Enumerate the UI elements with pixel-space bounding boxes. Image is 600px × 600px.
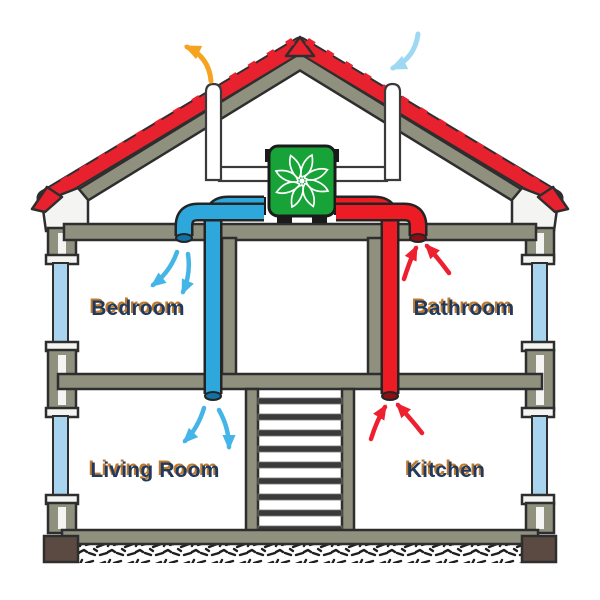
extract-arrow-icon bbox=[401, 245, 419, 282]
extract-arrow-icon bbox=[395, 402, 425, 436]
right-eave bbox=[510, 185, 570, 233]
living-room-label: Living Room bbox=[90, 459, 220, 482]
living-room-vent bbox=[204, 391, 222, 401]
inner-wall-right bbox=[366, 236, 384, 378]
bathroom-window bbox=[531, 262, 548, 344]
roof bbox=[36, 35, 564, 223]
kitchen-label: Kitchen bbox=[406, 459, 486, 482]
kitchen-vent bbox=[381, 391, 399, 401]
fan-icon bbox=[275, 154, 329, 208]
left-wall bbox=[44, 226, 80, 535]
intake-roof-vent bbox=[331, 82, 402, 183]
supply-arrow-icon bbox=[180, 251, 194, 295]
living-room-supply-arrows bbox=[182, 405, 236, 451]
bedroom-label: Bedroom bbox=[91, 297, 185, 320]
ground-slab bbox=[60, 528, 540, 546]
ground-hatch bbox=[76, 542, 524, 563]
supply-arrow-icon bbox=[216, 407, 236, 451]
staircase bbox=[244, 387, 356, 534]
bathroom-label: Bathroom bbox=[413, 297, 515, 320]
heat-recovery-unit bbox=[256, 144, 344, 223]
left-eave bbox=[30, 185, 90, 233]
supply-arrow-icon bbox=[150, 249, 180, 288]
kitchen-window bbox=[531, 415, 548, 497]
bathroom-vent bbox=[409, 233, 427, 243]
roof-apex-cap bbox=[284, 35, 316, 58]
bedroom-window bbox=[52, 262, 69, 344]
attic-floor-beam bbox=[62, 222, 538, 242]
intake-arrow-icon bbox=[389, 31, 421, 71]
bathroom-extract-arrows bbox=[401, 243, 452, 282]
exhaust-arrow-icon bbox=[183, 44, 214, 84]
extract-arrow-icon bbox=[424, 243, 452, 276]
extract-duct-bathroom bbox=[336, 202, 428, 243]
first-floor-beam bbox=[56, 372, 544, 391]
bedroom-vent bbox=[175, 233, 193, 243]
extract-arrow-icon bbox=[368, 404, 388, 442]
bedroom-supply-arrows bbox=[150, 249, 194, 295]
inner-wall-left bbox=[220, 236, 238, 378]
right-footing bbox=[520, 534, 558, 564]
foundation bbox=[42, 528, 558, 564]
supply-arrow-icon bbox=[182, 405, 207, 444]
living-room-window bbox=[52, 415, 69, 497]
left-footing bbox=[42, 534, 80, 564]
kitchen-extract-arrows bbox=[368, 402, 425, 442]
supply-duct-bedroom bbox=[174, 202, 264, 243]
